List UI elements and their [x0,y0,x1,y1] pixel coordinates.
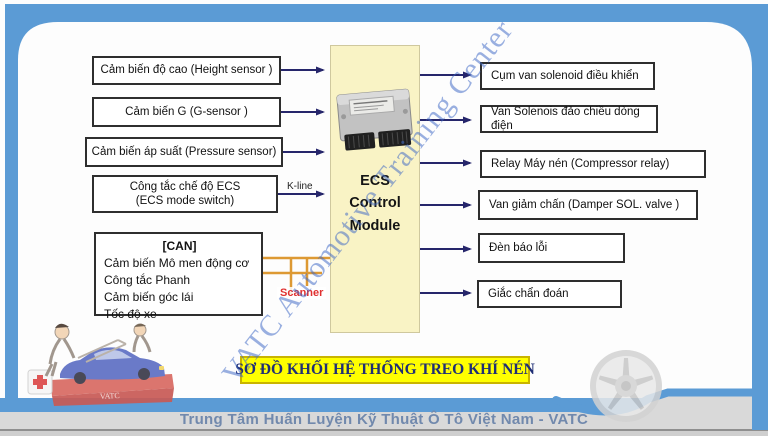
footer-text: Trung Tâm Huấn Luyện Kỹ Thuật Ô Tô Việt … [179,411,589,428]
output-label: Van Solenois đảo chiều dòng điện [491,105,640,132]
can-item: Cảm biến góc lái [104,290,194,305]
scanner-label: Scanner [277,287,327,299]
svg-text:VATC: VATC [100,391,120,401]
input-label: Cảm biến độ cao (Height sensor ) [100,64,273,77]
input-box-ecs-mode-switch: Công tắc chế độ ECS (ECS mode switch) [92,175,278,213]
input-label: Cảm biến áp suất (Pressure sensor) [91,145,277,158]
output-box-warning-lamp: Đèn báo lỗi [478,233,625,263]
can-item: Công tắc Phanh [104,273,191,288]
car-repair-cartoon: VATC [27,323,174,406]
can-title: [CAN] [162,239,197,253]
output-box-reverse-solenoid: Van Solenois đảo chiều dòng điện [480,105,658,133]
module-name-line1: ECS [360,173,390,189]
input-box-g-sensor: Cảm biến G (G-sensor ) [92,97,281,127]
output-box-damper-valve: Van giảm chấn (Damper SOL. valve ) [478,190,698,220]
input-label: Cảm biến G (G-sensor ) [125,105,248,118]
input-box-pressure-sensor: Cảm biến áp suất (Pressure sensor) [85,137,283,167]
output-box-solenoid-cluster: Cụm van solenoid điều khiển [480,62,655,90]
module-name-line3: Module [349,217,401,234]
ecu-image [336,88,413,151]
output-label: Relay Máy nén (Compressor relay) [491,157,670,170]
slide-title: SƠ ĐỒ KHỐI HỆ THỐNG TREO KHÍ NÉN [235,356,535,384]
module-name: ECS Control Module [349,170,401,237]
module-name-line2: Control [349,195,401,212]
input-label-line1: Công tắc chế độ ECS [129,180,241,193]
output-label: Giắc chẩn đoán [488,287,569,300]
can-item: Cảm biến Mô men động cơ [104,256,250,270]
k-line-label: K-line [287,181,313,192]
output-box-compressor-relay: Relay Máy nén (Compressor relay) [480,150,706,178]
output-box-diagnostic-connector: Giắc chẩn đoán [477,280,622,308]
input-box-height-sensor: Cảm biến độ cao (Height sensor ) [92,56,281,85]
output-label: Van giảm chấn (Damper SOL. valve ) [489,198,680,211]
wheel-logo [590,350,662,422]
can-item: Tốc độ xe [104,307,157,322]
output-label: Cụm van solenoid điều khiển [491,69,639,82]
input-box-can: [CAN] Cảm biến Mô men động cơ Công tắc P… [94,232,263,321]
ecs-control-module: ECS Control Module [330,45,420,333]
input-label-line2: (ECS mode switch) [135,195,235,207]
output-label: Đèn báo lỗi [489,241,548,254]
